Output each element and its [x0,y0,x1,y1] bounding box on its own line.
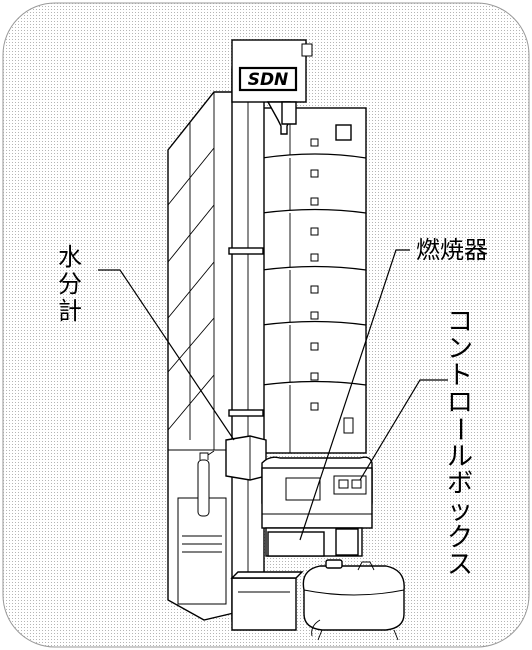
burner-leader [299,249,410,541]
elevator-head: SDN [231,39,313,135]
outlet-box [230,571,304,631]
control-box-leader [359,379,448,481]
tank-side-face [167,91,239,621]
control-box-char-6: ル [447,442,473,472]
fuel-tank [302,559,405,641]
leader-lines [98,249,448,541]
control-box-char-7: ボ [447,469,473,499]
control-box-char-1: コ [447,307,473,337]
sdn-logo-text: SDN [248,70,289,90]
moisture-meter-char-3: 計 [58,297,82,325]
burner-label: 燃焼器 [416,236,488,264]
fire-extinguisher [197,450,215,517]
control-box-char-3: ト [447,361,473,391]
control-box-char-2: ン [447,334,473,364]
tank-front-face [261,107,367,454]
burner-assembly [261,456,373,557]
control-box-char-8: ッ [447,496,473,526]
moisture-meter [225,435,267,481]
control-box-char-10: ス [447,550,473,580]
moisture-meter-leader [98,269,235,441]
moisture-meter-char-2: 分 [58,270,82,298]
control-box-char-5: ー [444,416,474,442]
moisture-meter-char-1: 水 [58,243,82,271]
moisture-meter-label: 水 分 計 [58,243,82,325]
control-box-char-4: ロ [447,388,473,418]
control-box-label: コ ン ト ロ ー ル ボ ッ ク ス [444,307,474,580]
control-box-char-9: ク [447,523,473,553]
sdn-logo [238,66,298,92]
elevator-column [228,67,265,621]
